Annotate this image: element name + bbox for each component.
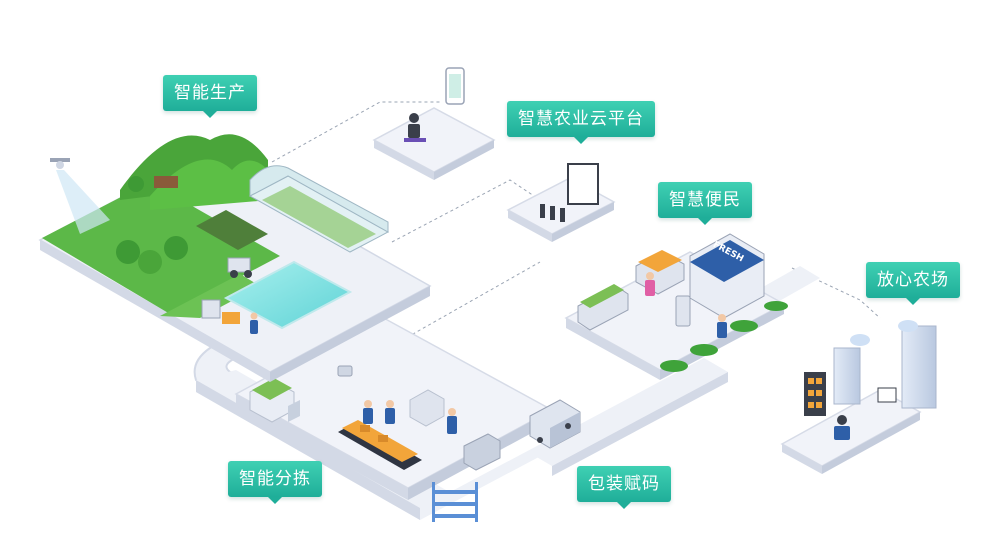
pallet-cart [463, 433, 501, 471]
road-to-market-side [552, 372, 728, 476]
greenhouse [248, 165, 390, 253]
pond [223, 260, 353, 330]
office-floor [372, 107, 496, 173]
tower-building-2 [901, 325, 937, 409]
grass-field-2 [160, 274, 260, 318]
truck-left [249, 378, 300, 423]
road-side-left [196, 380, 420, 520]
land-side-left [40, 240, 270, 382]
delivery-van [529, 399, 581, 449]
road-to-market [528, 358, 728, 466]
land-side-right [270, 286, 430, 382]
label-smart-production[interactable]: 智能生产 [163, 75, 257, 118]
drone-beam [56, 170, 110, 234]
tree-4 [128, 176, 144, 192]
worker-2 [385, 400, 395, 424]
product-display-screen [804, 372, 826, 416]
label-smart-sorting[interactable]: 智能分拣 [228, 461, 322, 504]
shopper [645, 272, 655, 296]
connector-production-cloud [271, 101, 440, 163]
shop-awning [690, 240, 764, 282]
billboard [154, 176, 178, 188]
palm-plants [660, 301, 788, 372]
presentation-screen [567, 163, 599, 205]
scanner-device [337, 365, 353, 377]
tree-2 [138, 250, 162, 274]
tree-1 [116, 240, 140, 264]
worker-3 [447, 408, 457, 434]
drone-icon [50, 158, 70, 169]
box-stack [409, 389, 445, 427]
label-packing-coding[interactable]: 包装赋码 [577, 466, 671, 509]
connector-greenhouse-cloud [391, 179, 541, 243]
label-trusted-farm[interactable]: 放心农场 [866, 262, 960, 305]
office-platform [372, 67, 496, 180]
shop-staff [717, 314, 727, 338]
forklift [201, 299, 240, 324]
crop-bed [196, 210, 268, 250]
sorting-platform [234, 315, 554, 522]
tree-3 [164, 236, 188, 260]
farm-user [834, 415, 850, 440]
storage-rack [432, 482, 478, 522]
conveyor-box-2 [378, 435, 388, 442]
tower-building-1 [833, 347, 861, 405]
label-smart-convenience[interactable]: 智慧便民 [658, 182, 752, 225]
conveyor-box-1 [360, 425, 370, 432]
info-board [877, 387, 897, 403]
meeting-platform [506, 163, 616, 242]
worker-1 [363, 400, 373, 424]
production-area [38, 134, 432, 382]
presenters [540, 204, 565, 222]
farmer [250, 312, 258, 334]
info-kiosk [675, 295, 691, 327]
label-smart-agri-cloud[interactable]: 智慧农业云平台 [507, 101, 655, 144]
market-platform: FRESH [564, 233, 788, 380]
tractor [227, 257, 252, 278]
road-center [420, 438, 552, 520]
cloud-icon [850, 320, 918, 346]
office-worker [404, 113, 426, 142]
farm-platform [780, 320, 937, 474]
sorting-floor-side [236, 394, 408, 500]
hill-front [150, 159, 270, 210]
